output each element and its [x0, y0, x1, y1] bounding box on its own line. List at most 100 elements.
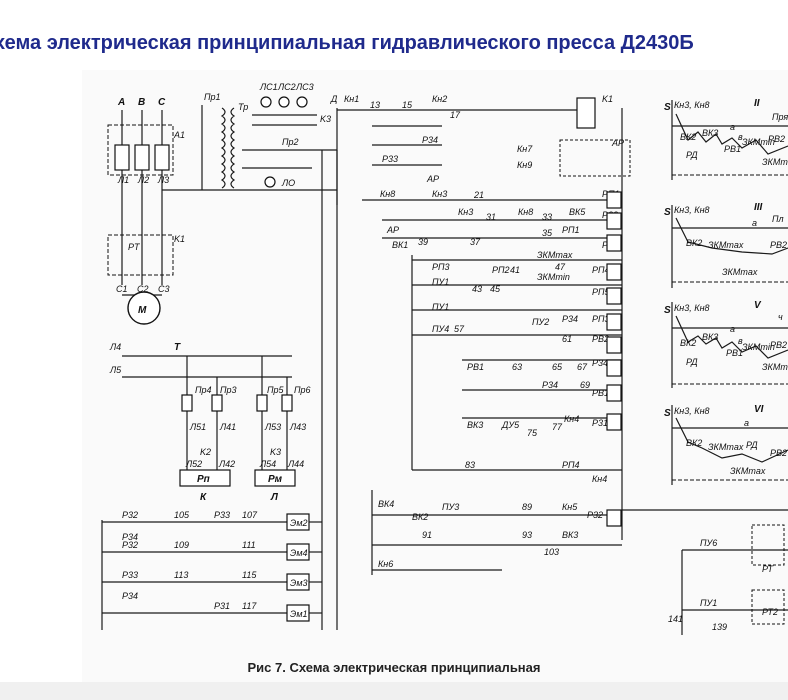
lamp-lc2: ЛС2	[277, 82, 296, 92]
relay-r33-contact: Р33	[382, 154, 398, 164]
node-41: 41	[510, 265, 520, 275]
graph6-rv2: РВ2	[770, 448, 787, 458]
graph2-vk2: ВК2	[680, 132, 696, 142]
graph5-v: в	[738, 336, 743, 346]
relay-r34: Р34	[562, 314, 578, 324]
relay-rp5: РП5	[592, 287, 611, 297]
relay-rp3: РП3	[592, 314, 610, 324]
node-93: 93	[522, 530, 532, 540]
graph2-rd: РД	[686, 150, 698, 160]
contact-kn3: Кн3	[432, 189, 447, 199]
contact-kn1: Кн1	[344, 94, 359, 104]
heater-bus-l5: Л5	[109, 365, 122, 375]
relay-rp4: РП4	[592, 265, 610, 275]
node-105: 105	[174, 510, 190, 520]
graph3-a: a	[752, 218, 757, 228]
motor-term-c3: C3	[158, 284, 170, 294]
graph6-a: a	[744, 418, 749, 428]
graph3-rv2: РВ2	[770, 240, 787, 250]
node-45: 45	[490, 284, 501, 294]
contact-kn8-b: Кн8	[518, 207, 533, 217]
graph5-axis: S	[664, 305, 671, 316]
page-title: хема электрическая принципиальная гидрав…	[0, 32, 694, 54]
graph3-roman: III	[754, 202, 763, 213]
node-107: 107	[242, 510, 258, 520]
node-73: 75	[527, 428, 538, 438]
term-l52: Л52	[185, 459, 202, 469]
graph2-rv2: РВ2	[768, 134, 785, 144]
breaker-box	[107, 124, 174, 176]
node-75: 77	[552, 422, 563, 432]
phase-b-label: B	[138, 97, 145, 108]
contactor-k2: K2	[200, 447, 211, 457]
switch-k3-label: K3	[320, 114, 331, 124]
node-89: 89	[522, 502, 532, 512]
right-panel: ПУ6 ПУ1 РТ РТ2 139 141	[622, 509, 788, 635]
graph5-zkmmax: ЗКМmax	[762, 362, 788, 372]
contact-kn9: Кн9	[517, 160, 532, 170]
term-l54: Л54	[259, 459, 276, 469]
graph2-roman: II	[754, 98, 760, 109]
graph5-vk2: ВК2	[680, 338, 696, 348]
relay-rv2: РВ2	[592, 334, 609, 344]
graph5-zkmmin: ЗКМmin	[742, 342, 775, 352]
contact-pu1-b: ПУ1	[432, 302, 449, 312]
contact-vk2: ВК2	[412, 512, 428, 522]
node-65: 65	[552, 362, 563, 372]
graph3-side: Пл	[772, 214, 784, 224]
lamp-lo-label: ЛО	[281, 178, 295, 188]
graph2-v: в	[738, 132, 743, 142]
fuse-pr6: Пр6	[294, 385, 311, 395]
graph3-header: Кн3, Кн8	[674, 205, 710, 215]
graph6-zkmmax: ЗКМmax	[708, 442, 744, 452]
heater-rm-label: Рм	[268, 474, 283, 485]
relay-ar: АР	[611, 138, 624, 148]
graph5-side: ч	[778, 312, 783, 322]
graph2-side: Пря	[772, 112, 788, 122]
valve-contact-2: Р34	[122, 532, 138, 542]
heater-rp-label: Рп	[197, 474, 210, 485]
breaker-label: A1	[173, 130, 185, 140]
cycle-graph-6: S Кн3, Кн8 VI ВК2 ЗКМmax РД РВ2 ЗКМmax a	[664, 404, 788, 485]
valve-contact-4: Р33	[214, 510, 230, 520]
relay-rv1: РВ1	[592, 388, 609, 398]
term-l44: Л44	[287, 459, 304, 469]
transformer-circuit: Пр1 Тр ЛС1 ЛС2 ЛС3 K3 Пр2 ЛО	[162, 82, 338, 205]
fuse-l1-label: Л1	[117, 175, 129, 185]
panel-139: 139	[712, 622, 727, 632]
contact-kn5: Кн5	[562, 502, 578, 512]
contact-pu2: ПУ2	[532, 317, 549, 327]
node-47: 47	[555, 262, 566, 272]
contact-kn4-b: Кн4	[592, 474, 607, 484]
contact-vk1: ВК1	[392, 240, 408, 250]
node-d: Д	[330, 94, 338, 104]
contact-ap: АР	[386, 225, 399, 235]
graph6-rd: РД	[746, 440, 758, 450]
contactor-k3: K3	[270, 447, 281, 457]
phase-a-label: A	[117, 97, 125, 108]
graph2-zkmmax: ЗКМmax	[762, 157, 788, 167]
cycle-graph-3: S Кн3, Кн8 III Пл ВК2 ЗКМmax РВ2 ЗКМmax …	[664, 202, 788, 288]
contact-zkm-min: ЗКМmin	[537, 272, 570, 282]
node-43: 43	[472, 284, 482, 294]
panel-141: 141	[668, 614, 683, 624]
valve-em1: Эм1	[290, 609, 308, 619]
graph2-vk3: ВК3	[702, 128, 718, 138]
valve-em3: Эм3	[290, 578, 308, 588]
fuse-pr2-label: Пр2	[282, 137, 299, 147]
node-115: 115	[242, 570, 257, 580]
node-63: 63	[512, 362, 522, 372]
valve-contact-3: Р32	[122, 540, 138, 550]
contact-kn8: Кн8	[380, 189, 395, 199]
relay-r34-contact: Р34	[422, 135, 438, 145]
graph2-header: Кн3, Кн8	[674, 100, 710, 110]
graph5-rv2: РВ2	[770, 340, 787, 350]
node-59: 61	[562, 334, 572, 344]
panel-rt: РТ	[762, 564, 774, 574]
wire-l41: Л41	[219, 422, 236, 432]
graph6-roman: VI	[754, 404, 764, 415]
power-circuit: A B C A1 Л1 Л2 Л3 K1 PT C1 C2 C3 M	[107, 97, 185, 325]
contact-rp1: РП1	[562, 225, 580, 235]
graph2-a: a	[730, 122, 735, 132]
contact-vk3: ВК3	[467, 420, 483, 430]
